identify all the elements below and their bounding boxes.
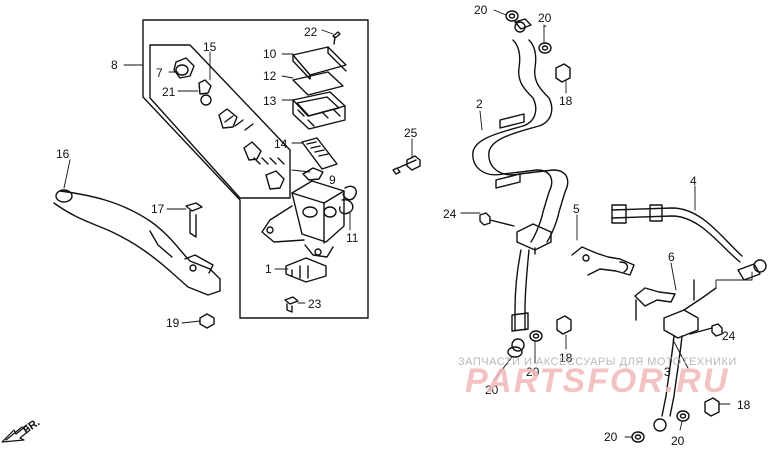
float-14 [301, 137, 338, 170]
callout-14: 14 [274, 137, 288, 151]
callout-2: 2 [476, 97, 483, 111]
callout-10: 10 [263, 47, 277, 61]
hose-4 [611, 204, 767, 281]
callout-24-left: 24 [443, 207, 457, 221]
reservoir-cap [292, 46, 347, 80]
front-direction-arrow [1, 425, 31, 443]
diaphragm [292, 91, 346, 130]
callout-20-bottom: 20 [671, 434, 685, 448]
lower-hose-left [511, 249, 530, 352]
piston-kit-frame [149, 44, 291, 199]
callout-19: 19 [166, 316, 180, 330]
brake-lever [53, 189, 221, 296]
callout-12: 12 [263, 69, 277, 83]
callout-20-mid-left: 20 [485, 383, 499, 397]
callout-20-mid: 20 [526, 365, 540, 379]
hose-clamp-5 [571, 246, 635, 276]
callout-23: 23 [308, 297, 322, 311]
watermark-logo: PARTSFOR.RU [465, 362, 730, 400]
callout-9: 9 [329, 173, 336, 187]
callout-13: 13 [263, 94, 277, 108]
callout-3: 3 [664, 365, 671, 379]
callout-5: 5 [573, 202, 580, 216]
callout-18-mid: 18 [559, 351, 573, 365]
callout-11: 11 [346, 231, 359, 245]
callout-20-top: 20 [474, 3, 488, 17]
watermark-tagline: ЗАПЧАСТИ И АКСЕССУАРЫ ДЛЯ МОТОТЕХНИКИ [458, 356, 737, 368]
bolt-25 [392, 155, 421, 175]
lower-hose-3 [653, 279, 717, 432]
callout-8: 8 [111, 58, 118, 72]
callout-labels: 1 2 3 4 5 6 7 8 9 10 11 12 13 14 15 16 1… [21, 3, 751, 448]
screw-22 [332, 31, 341, 45]
callout-15: 15 [203, 40, 217, 54]
callout-21: 21 [162, 85, 176, 99]
bolt-23 [284, 296, 299, 313]
assembly-frame [142, 19, 369, 319]
bolt-24 [479, 212, 515, 227]
callout-20-top-right: 20 [538, 11, 552, 25]
cap-plate [292, 71, 344, 96]
callout-16: 16 [56, 147, 70, 161]
callout-22: 22 [304, 25, 318, 39]
bolt-24-right [689, 323, 723, 337]
upper-brake-hose [472, 18, 569, 243]
callout-1: 1 [265, 262, 272, 276]
callout-4: 4 [690, 174, 697, 188]
pivot-bolt-17 [185, 202, 203, 238]
callout-7: 7 [156, 66, 163, 80]
callout-18-bottom: 18 [737, 398, 751, 412]
hose-clamp-6 [634, 287, 676, 321]
leader-lines [63, 9, 753, 438]
callout-25: 25 [404, 126, 418, 140]
callout-20-bottom-left: 20 [604, 430, 618, 444]
callout-17: 17 [151, 202, 165, 216]
washers-and-bolts [505, 10, 720, 443]
callout-18-top: 18 [559, 94, 573, 108]
direction-label: FR. [21, 416, 42, 436]
master-cylinder-body [261, 167, 345, 258]
piston-parts [173, 57, 285, 190]
hose-joint [516, 223, 552, 255]
callout-24-right: 24 [722, 329, 736, 343]
holder-clamp [285, 257, 327, 283]
nut-19 [199, 313, 215, 329]
callout-6: 6 [668, 250, 675, 264]
